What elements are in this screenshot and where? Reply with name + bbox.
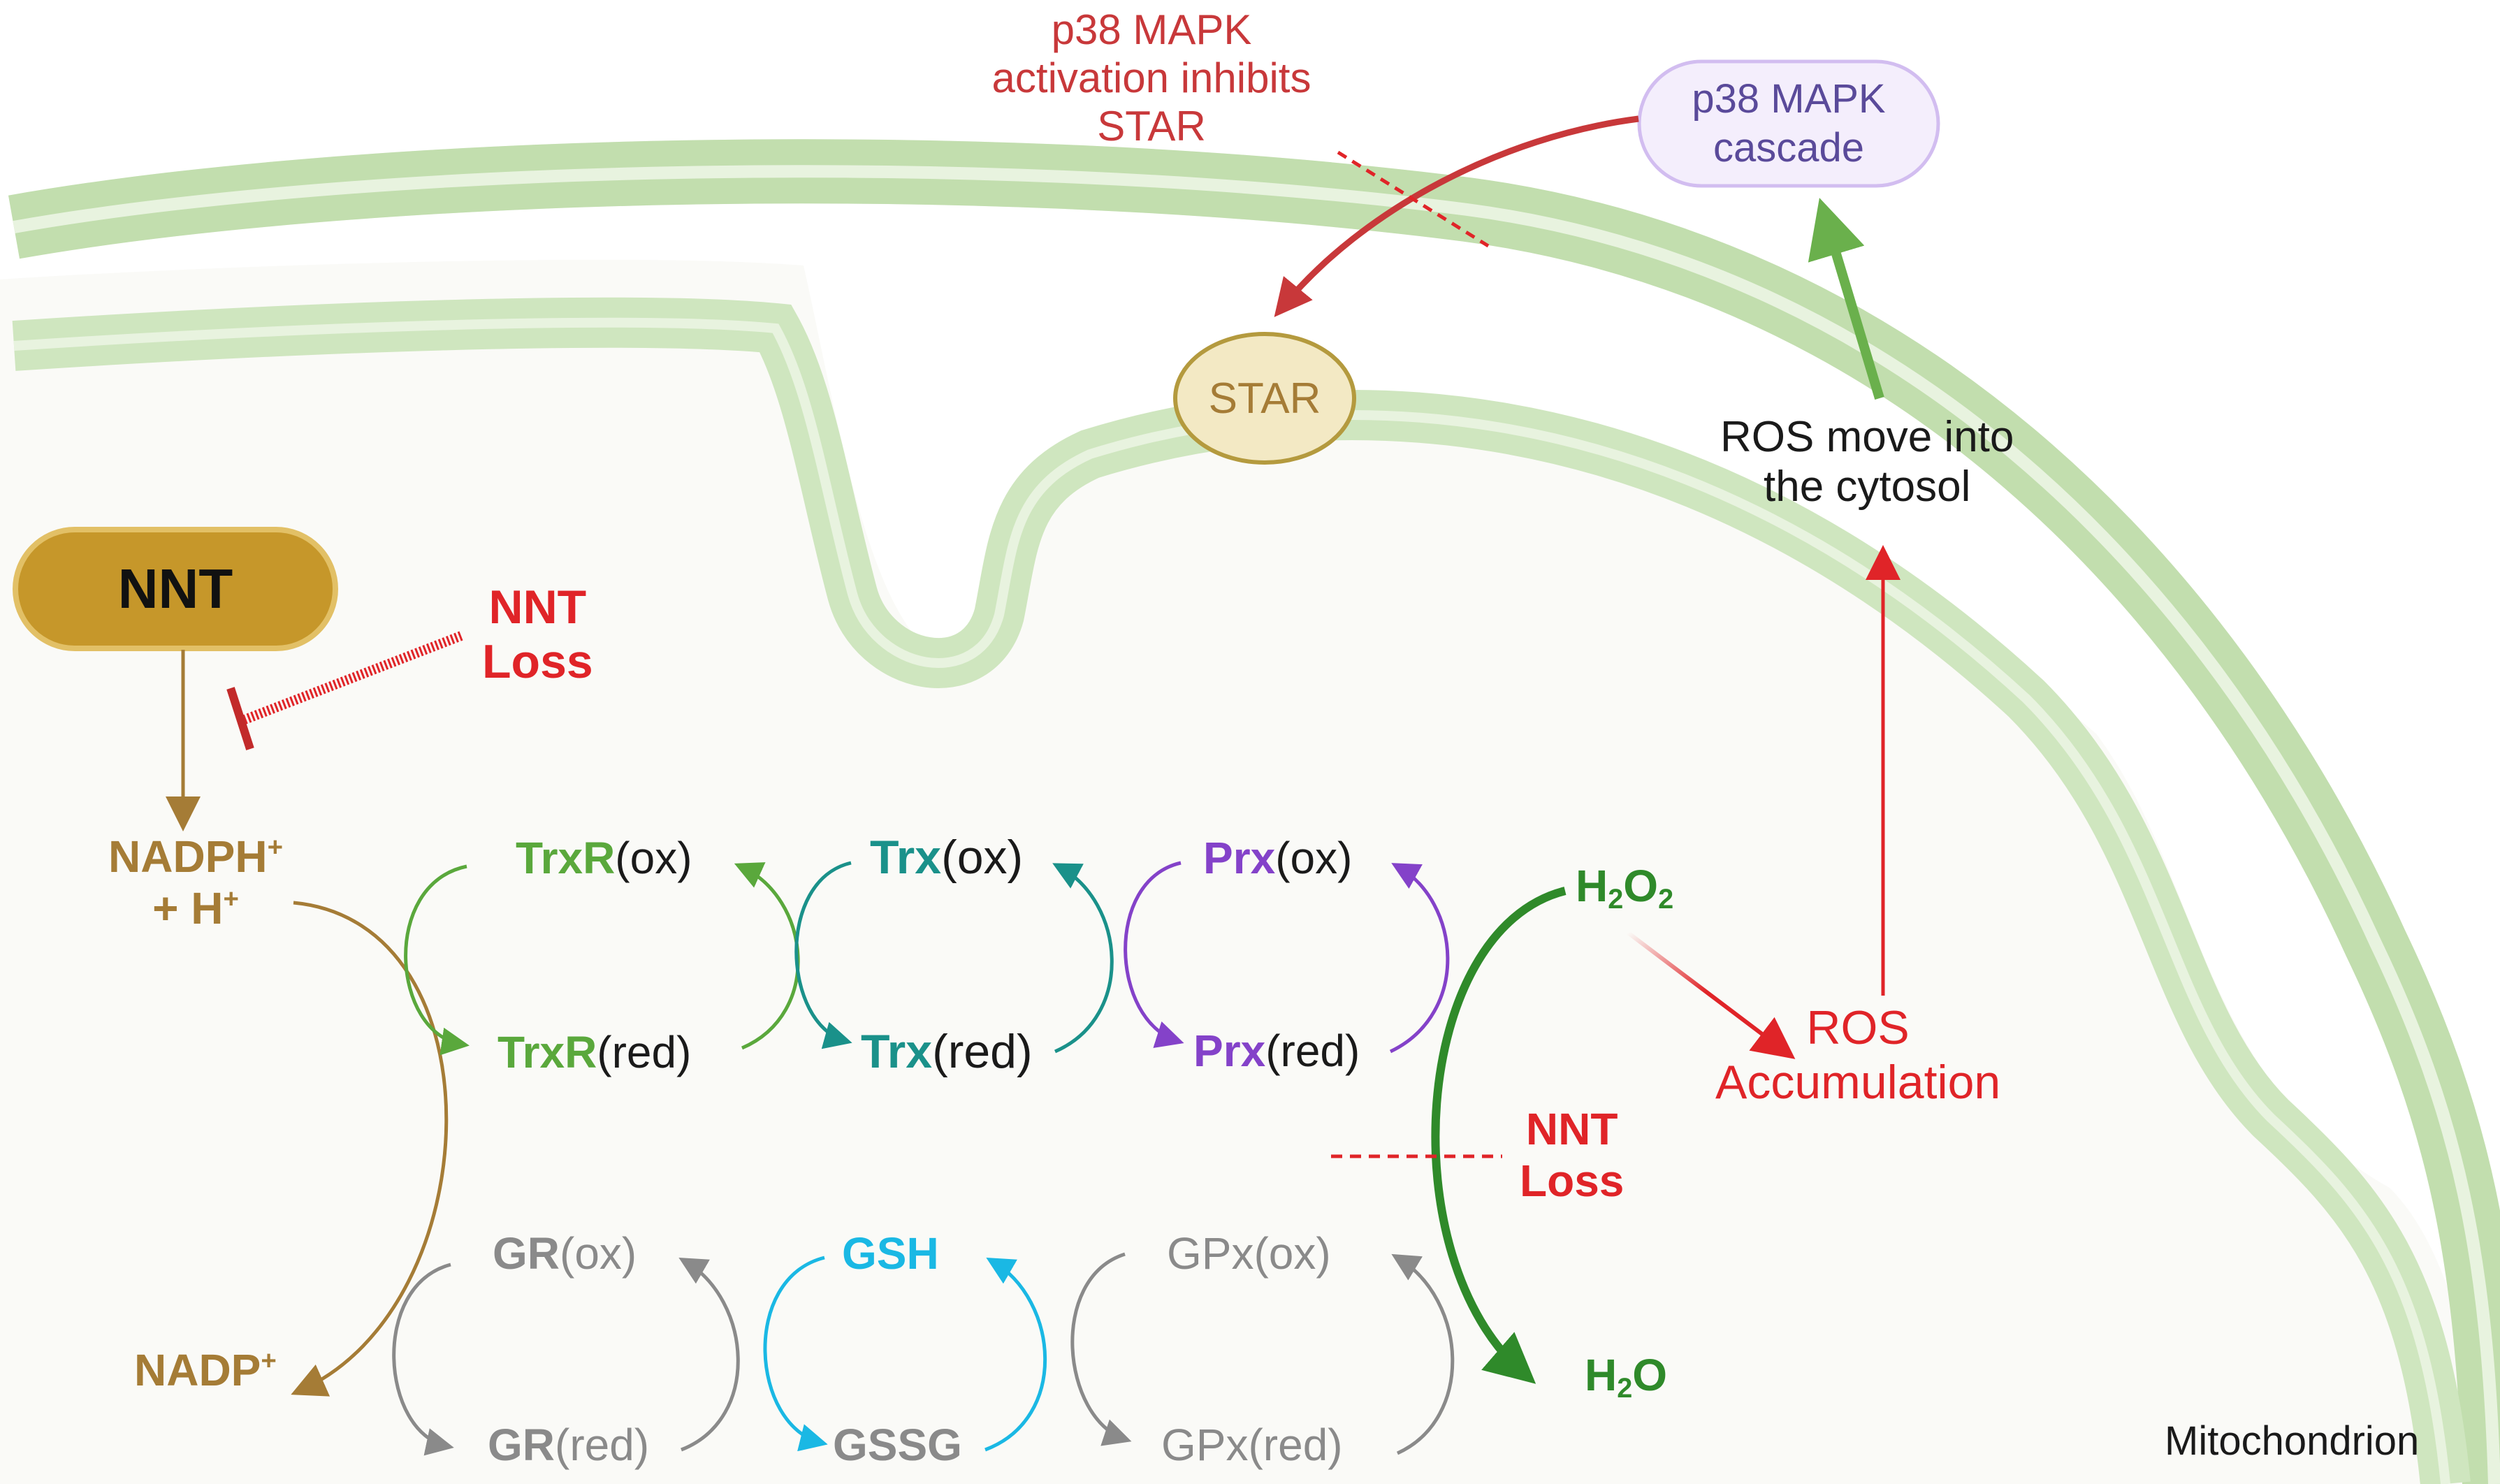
prx-ox-label: Prx(ox) <box>1203 833 1353 883</box>
gsh-to-gssg-arrow <box>763 1256 828 1452</box>
star-label: STAR <box>1208 374 1321 423</box>
gssg-label: GSSG <box>833 1420 962 1470</box>
h2o2-to-ros-arrow <box>1627 931 1796 1059</box>
trxr-reduction-arrow <box>404 864 470 1056</box>
p38-inhibits-label: p38 MAPK activation inhibits STAR <box>991 6 1311 150</box>
p38-cascade-box <box>1637 59 1940 188</box>
gpx-red-label: GPx(red) <box>1161 1420 1343 1470</box>
h2o2-label: H2O2 <box>1576 861 1674 915</box>
mitochondrion-label: Mitochondrion <box>2165 1418 2420 1464</box>
p38-to-star-arrow <box>1274 115 1639 317</box>
star-protein <box>1173 332 1356 465</box>
gpx-ox-label: GPx(ox) <box>1167 1228 1331 1279</box>
gr-ox-label: GR(ox) <box>493 1228 637 1279</box>
nnt-loss-inhibition-line <box>242 631 463 725</box>
h2o2-to-h2o-arrow <box>1431 887 1567 1384</box>
trx-ox-label: Trx(ox) <box>870 831 1024 884</box>
nnt-loss-mid-label: NNT Loss <box>1520 1104 1625 1206</box>
trx-reduction-arrow <box>794 861 852 1049</box>
nnt-loss-top-label: NNT Loss <box>482 581 593 689</box>
mitochondrion-interior <box>0 259 2500 1484</box>
inhibition-bar <box>226 687 254 750</box>
nnt-label: NNT <box>117 558 233 620</box>
gssg-to-gsh-arrow <box>984 1257 1047 1452</box>
trx-red-label: Trx(red) <box>861 1025 1033 1078</box>
trx-oxidation-arrow <box>1052 863 1114 1054</box>
prx-reduction-arrow <box>1124 861 1184 1048</box>
trxr-red-label: TrxR(red) <box>497 1027 692 1077</box>
gsh-label: GSH <box>842 1228 939 1279</box>
gpx-oxidation-arrow <box>1391 1253 1455 1455</box>
ros-accumulation-label: ROS Accumulation <box>1715 1001 2001 1110</box>
nadph-label: NADPH+ + H+ <box>108 831 283 933</box>
h2o-label: H2O <box>1585 1350 1668 1404</box>
gpx-reduction-arrow <box>1070 1252 1132 1446</box>
ros-to-p38-arrow <box>1808 198 1884 400</box>
gr-oxidation-arrow <box>678 1257 740 1452</box>
p38-cascade-label: p38 MAPK cascade <box>1692 76 1886 170</box>
nadp-label: NADP+ <box>134 1345 277 1395</box>
nnt-box <box>13 527 338 651</box>
gr-reduction-arrow <box>392 1263 454 1456</box>
nadph-to-nadp-arrow <box>291 901 449 1397</box>
p38-inhibition-dashed-line <box>1337 150 1490 248</box>
ros-move-label: ROS move into the cytosol <box>1720 413 2014 511</box>
prx-oxidation-arrow <box>1389 863 1450 1054</box>
prx-red-label: Prx(red) <box>1193 1026 1360 1076</box>
gr-red-label: GR(red) <box>488 1420 650 1470</box>
trxr-ox-label: TrxR(ox) <box>516 833 692 883</box>
